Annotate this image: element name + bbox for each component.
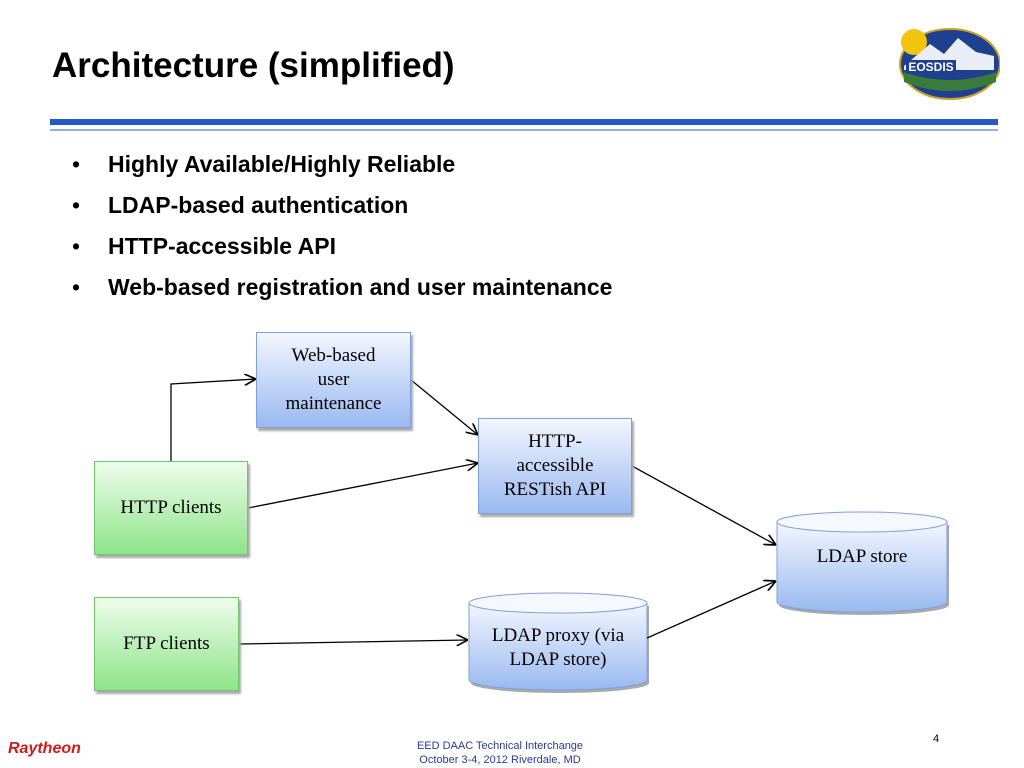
node-label-line: user xyxy=(317,369,350,390)
slide-title: Architecture (simplified) xyxy=(52,46,455,85)
connector-http-clients-to-web-maintenance xyxy=(170,379,256,461)
node-label-line: Web-based xyxy=(291,345,376,366)
node-label-line: LDAP proxy (via xyxy=(491,625,625,646)
node-label-line: HTTP- xyxy=(528,431,582,452)
web-user-maintenance-box: Web-based user maintenance xyxy=(256,332,411,428)
eosdis-logo: EOSDIS xyxy=(899,28,1000,100)
footer-event: EED DAAC Technical Interchange October 3… xyxy=(350,739,650,767)
page-number: 4 xyxy=(933,733,940,745)
bullet-dot: • xyxy=(72,233,81,259)
http-clients-box: HTTP clients xyxy=(94,461,248,555)
bullet-list: • Highly Available/Highly Reliable • LDAP-… xyxy=(72,148,612,312)
bullet-item: • HTTP-accessible API xyxy=(72,230,612,271)
bullet-text: Highly Available/Highly Reliable xyxy=(108,151,456,177)
connector-http-clients-to-api xyxy=(247,463,478,509)
title-rule-thin xyxy=(50,129,998,131)
bullet-text: Web-based registration and user maintena… xyxy=(108,274,613,300)
node-label-line: LDAP store xyxy=(816,546,908,567)
footer-event-line: October 3-4, 2012 Riverdale, MD xyxy=(419,754,581,766)
bullet-item: • Highly Available/Highly Reliable xyxy=(72,148,612,189)
bullet-item: • LDAP-based authentication xyxy=(72,189,612,230)
connector-api-to-ldap-store xyxy=(631,465,776,545)
footer-event-line: EED DAAC Technical Interchange xyxy=(416,740,584,752)
http-api-box: HTTP- accessible RESTish API xyxy=(478,418,632,514)
ldap-store-cylinder xyxy=(776,511,949,615)
bullet-dot: • xyxy=(72,151,81,177)
ftp-clients-box: FTP clients xyxy=(94,597,239,691)
node-label-line: accessible xyxy=(516,455,594,476)
node-label-line: FTP clients xyxy=(123,633,210,654)
ldap-proxy-label: LDAP proxy (via LDAP store) xyxy=(469,620,647,676)
logo-text: EOSDIS xyxy=(908,60,953,74)
node-label-line: RESTish API xyxy=(503,479,607,500)
bullet-text: LDAP-based authentication xyxy=(108,192,409,218)
ldap-store-label: LDAP store xyxy=(777,540,947,574)
node-label-line: LDAP store) xyxy=(509,649,607,670)
node-label-line: HTTP clients xyxy=(120,497,222,518)
connector-ldap-proxy-to-ldap-store xyxy=(646,581,776,639)
bullet-dot: • xyxy=(72,192,81,218)
node-label-line: maintenance xyxy=(285,393,382,414)
bullet-text: HTTP-accessible API xyxy=(108,233,336,259)
connector-ftp-clients-to-ldap-proxy xyxy=(238,640,468,644)
title-rule-thick xyxy=(50,119,998,125)
bullet-dot: • xyxy=(72,274,81,300)
raytheon-logo: Raytheon xyxy=(8,740,81,757)
bullet-item: • Web-based registration and user mainten… xyxy=(72,271,612,312)
connector-web-maintenance-to-api xyxy=(410,379,478,435)
ldap-proxy-cylinder xyxy=(468,592,649,693)
